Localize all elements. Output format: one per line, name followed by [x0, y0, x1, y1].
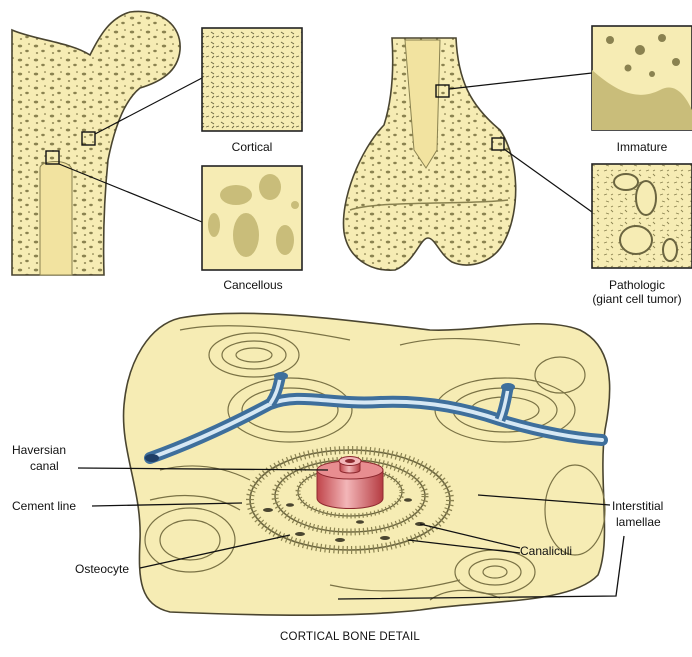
cortical-inset: [202, 28, 302, 131]
label-cortical: Cortical: [214, 140, 290, 154]
cortical-bone-block: [78, 313, 624, 615]
femur-proximal: [12, 11, 202, 275]
femur-distal: [343, 38, 592, 270]
haversian-canal-shape: [317, 457, 383, 509]
label-haversian: Haversian: [12, 443, 66, 457]
pathologic-inset: [592, 164, 692, 268]
caption: CORTICAL BONE DETAIL: [220, 630, 480, 644]
label-interstitial: Interstitial: [612, 499, 663, 513]
label-haversian-canal: canal: [30, 459, 59, 473]
label-giant-cell-tumor: (giant cell tumor): [582, 292, 692, 306]
label-cancellous: Cancellous: [208, 278, 298, 292]
label-canaliculi: Canaliculi: [520, 544, 572, 558]
cancellous-inset: [202, 166, 302, 270]
label-cement-line: Cement line: [12, 499, 76, 513]
label-immature: Immature: [600, 140, 684, 154]
label-pathologic: Pathologic: [582, 278, 692, 292]
label-lamellae: lamellae: [616, 515, 661, 529]
label-osteocyte: Osteocyte: [75, 562, 129, 576]
immature-inset: [592, 26, 692, 130]
